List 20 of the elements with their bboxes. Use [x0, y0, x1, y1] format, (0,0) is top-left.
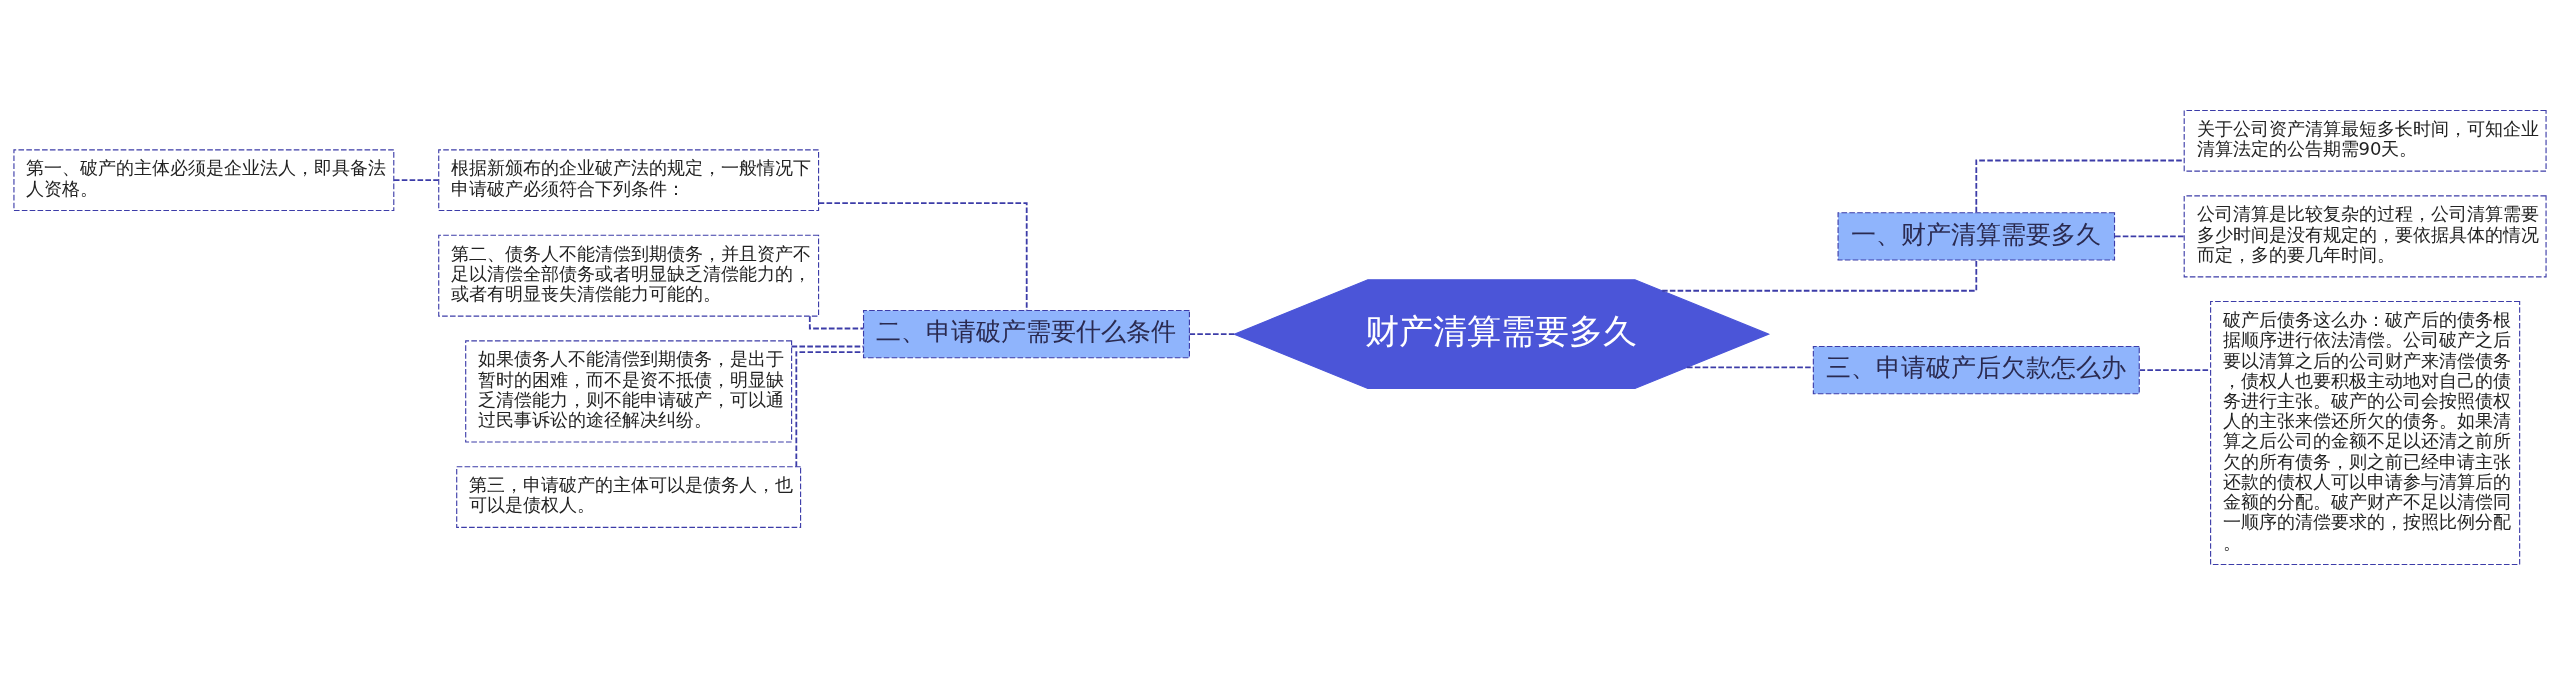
- node-box: 二、申请破产需要什么条件: [862, 309, 1190, 358]
- node-box: 一、财产清算需要多久: [1837, 211, 2116, 260]
- node-box: 根据新颁布的企业破产法的规定，一般情况下申请破产必须符合下列条件：: [438, 148, 820, 211]
- connector: [790, 345, 865, 347]
- connector: [1661, 258, 1978, 292]
- node-box: 三、申请破产后欠款怎么办: [1812, 345, 2140, 394]
- connector: [2114, 234, 2185, 237]
- node-box: 如果债务人不能清偿到期债务，是出于暂时的困难，而不是资不抵债，明显缺乏清偿能力，则不能申请破产，可以通过民事诉讼的途径解决纠纷。: [465, 339, 793, 443]
- node-box: 破产后债务这么办：破产后的债务根据顺序进行依法清偿。公司破产之后要以清算之后的公司财产来清偿债务，债权人也要积极主动地对自己的债务进行主张。破产的公司会按照债权人的主张来偿还所欠的债务。如果清算之后公司的金额不足以还清之前所欠的所有债务，则之前已经申请主张还款的债权人可以申请参与清算后的金额的分配。破产财产不足以清偿同一顺序的清偿要求的，按照比例分配。: [2210, 300, 2521, 565]
- node-box: 公司清算是比较复杂的过程，公司清算需要多少时间是没有规定的，要依据具体的情况而定，多的要几年时间。: [2183, 194, 2547, 277]
- node-box: 第一、破产的主体必须是企业法人，即具备法人资格。: [13, 148, 395, 211]
- connector: [817, 201, 1028, 311]
- connector: [808, 314, 865, 329]
- node-box: 第二、债务人不能清偿到期债务，并且资产不足以清偿全部债务或者明显缺乏清偿能力的，或者有明显丧失清偿能力可能的。: [438, 234, 820, 317]
- connector: [1975, 159, 2185, 213]
- node-box: 关于公司资产清算最短多长时间，可知企业清算法定的公告期需90天。: [2183, 109, 2547, 172]
- connector: [393, 178, 440, 181]
- node-box: 第三，申请破产的主体可以是债务人，也可以是债权人。: [456, 465, 802, 528]
- connector: [1188, 332, 1235, 335]
- connector: [795, 350, 865, 468]
